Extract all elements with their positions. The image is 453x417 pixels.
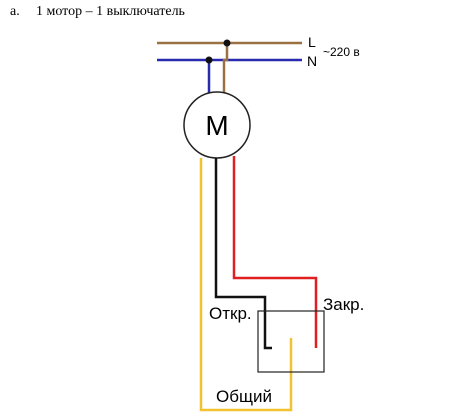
voltage-label: ~220 в (323, 45, 360, 59)
switch-box (257, 310, 325, 373)
common-wire (199, 158, 293, 412)
motor-line-drop (222, 43, 229, 95)
line-label: L (308, 34, 316, 50)
junction-dot-line (223, 39, 231, 47)
close-wire (232, 156, 318, 348)
close-label: Закр. (323, 295, 364, 314)
neutral-label: N (307, 53, 317, 69)
caption-marker: a. (10, 4, 20, 19)
diagram-caption: a. 1 мотор – 1 выключатель (10, 4, 185, 20)
motor-label: M (205, 110, 228, 141)
junction-dot-neutral (205, 56, 213, 64)
open-label: Откр. (209, 304, 252, 323)
caption-text: 1 мотор – 1 выключатель (36, 4, 185, 19)
common-label: Общий (216, 387, 272, 406)
open-wire (214, 158, 272, 350)
